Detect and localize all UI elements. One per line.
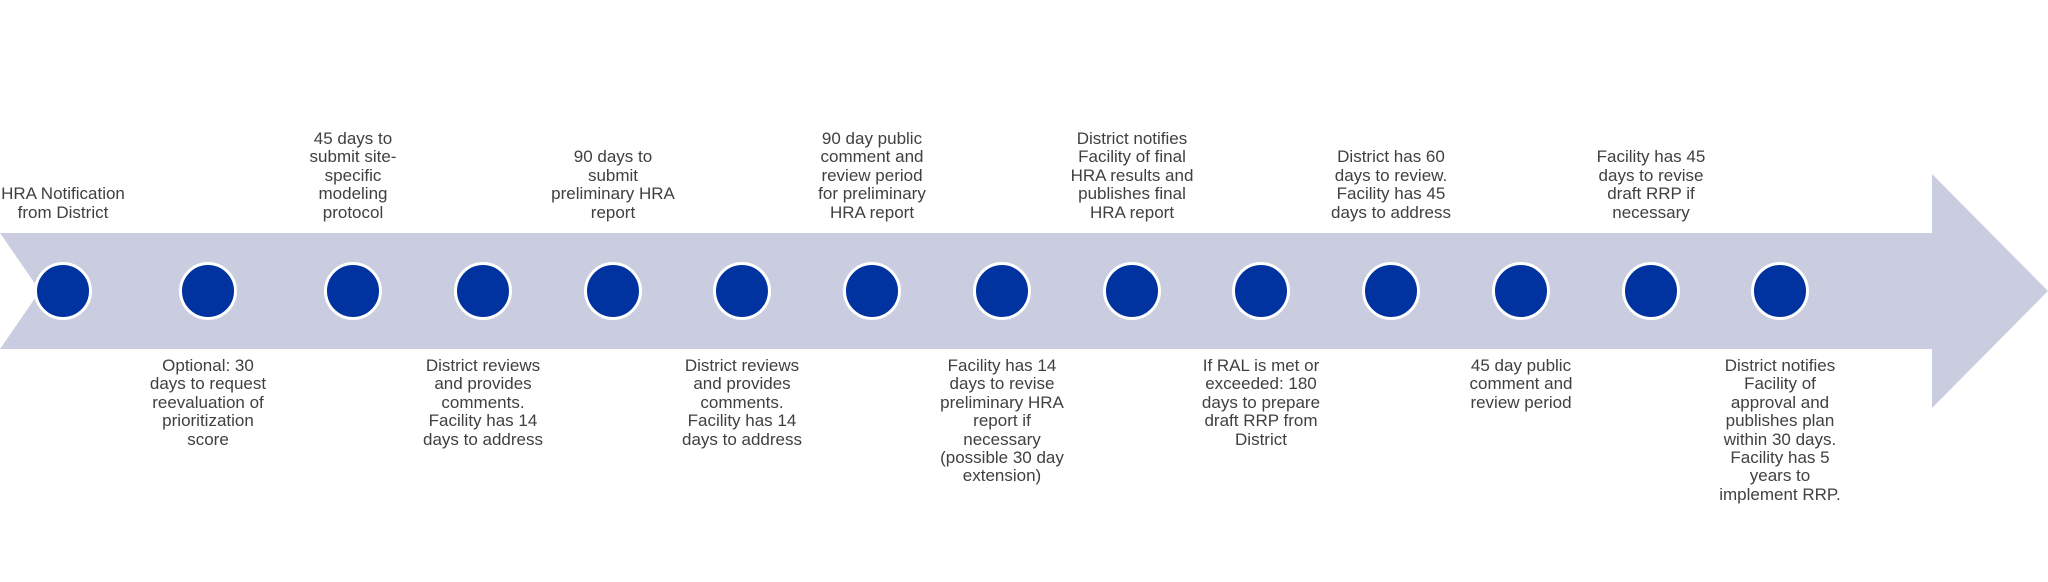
timeline-step-label-6: District reviews and provides comments. … bbox=[681, 356, 802, 449]
timeline-step-label-13: Facility has 45 days to revise draft RRP… bbox=[1596, 147, 1706, 222]
timeline-node-14 bbox=[1751, 262, 1809, 320]
timeline-node-13 bbox=[1622, 262, 1680, 320]
timeline-step-label-7: 90 day public comment and review period … bbox=[818, 128, 926, 222]
timeline-step-label-1: HRA Notification from District bbox=[1, 184, 125, 222]
timeline-step-label-11: District has 60 days to review. Facility… bbox=[1330, 147, 1451, 222]
timeline-node-4 bbox=[454, 262, 512, 320]
timeline-node-12 bbox=[1492, 262, 1550, 320]
timeline-node-6 bbox=[713, 262, 771, 320]
timeline-node-11 bbox=[1362, 262, 1420, 320]
timeline-step-label-5: 90 days to submit preliminary HRA report bbox=[551, 147, 675, 222]
timeline-step-label-12: 45 day public comment and review period bbox=[1469, 356, 1573, 412]
timeline-node-1 bbox=[34, 262, 92, 320]
timeline-step-label-2: Optional: 30 days to request reevaluatio… bbox=[149, 356, 267, 449]
timeline-node-9 bbox=[1103, 262, 1161, 320]
timeline-node-7 bbox=[843, 262, 901, 320]
timeline-step-label-4: District reviews and provides comments. … bbox=[422, 356, 543, 449]
timeline-step-label-10: If RAL is met or exceeded: 180 days to p… bbox=[1201, 356, 1321, 449]
timeline-node-3 bbox=[324, 262, 382, 320]
timeline-step-label-3: 45 days to submit site-specific modeling… bbox=[309, 128, 397, 222]
timeline-node-2 bbox=[179, 262, 237, 320]
timeline-node-8 bbox=[973, 262, 1031, 320]
timeline-step-label-8: Facility has 14 days to revise prelimina… bbox=[940, 356, 1064, 486]
timeline-node-10 bbox=[1232, 262, 1290, 320]
timeline-step-label-14: District notifies Facility of approval a… bbox=[1719, 356, 1841, 504]
timeline-step-label-9: District notifies Facility of final HRA … bbox=[1070, 128, 1194, 222]
timeline-node-5 bbox=[584, 262, 642, 320]
